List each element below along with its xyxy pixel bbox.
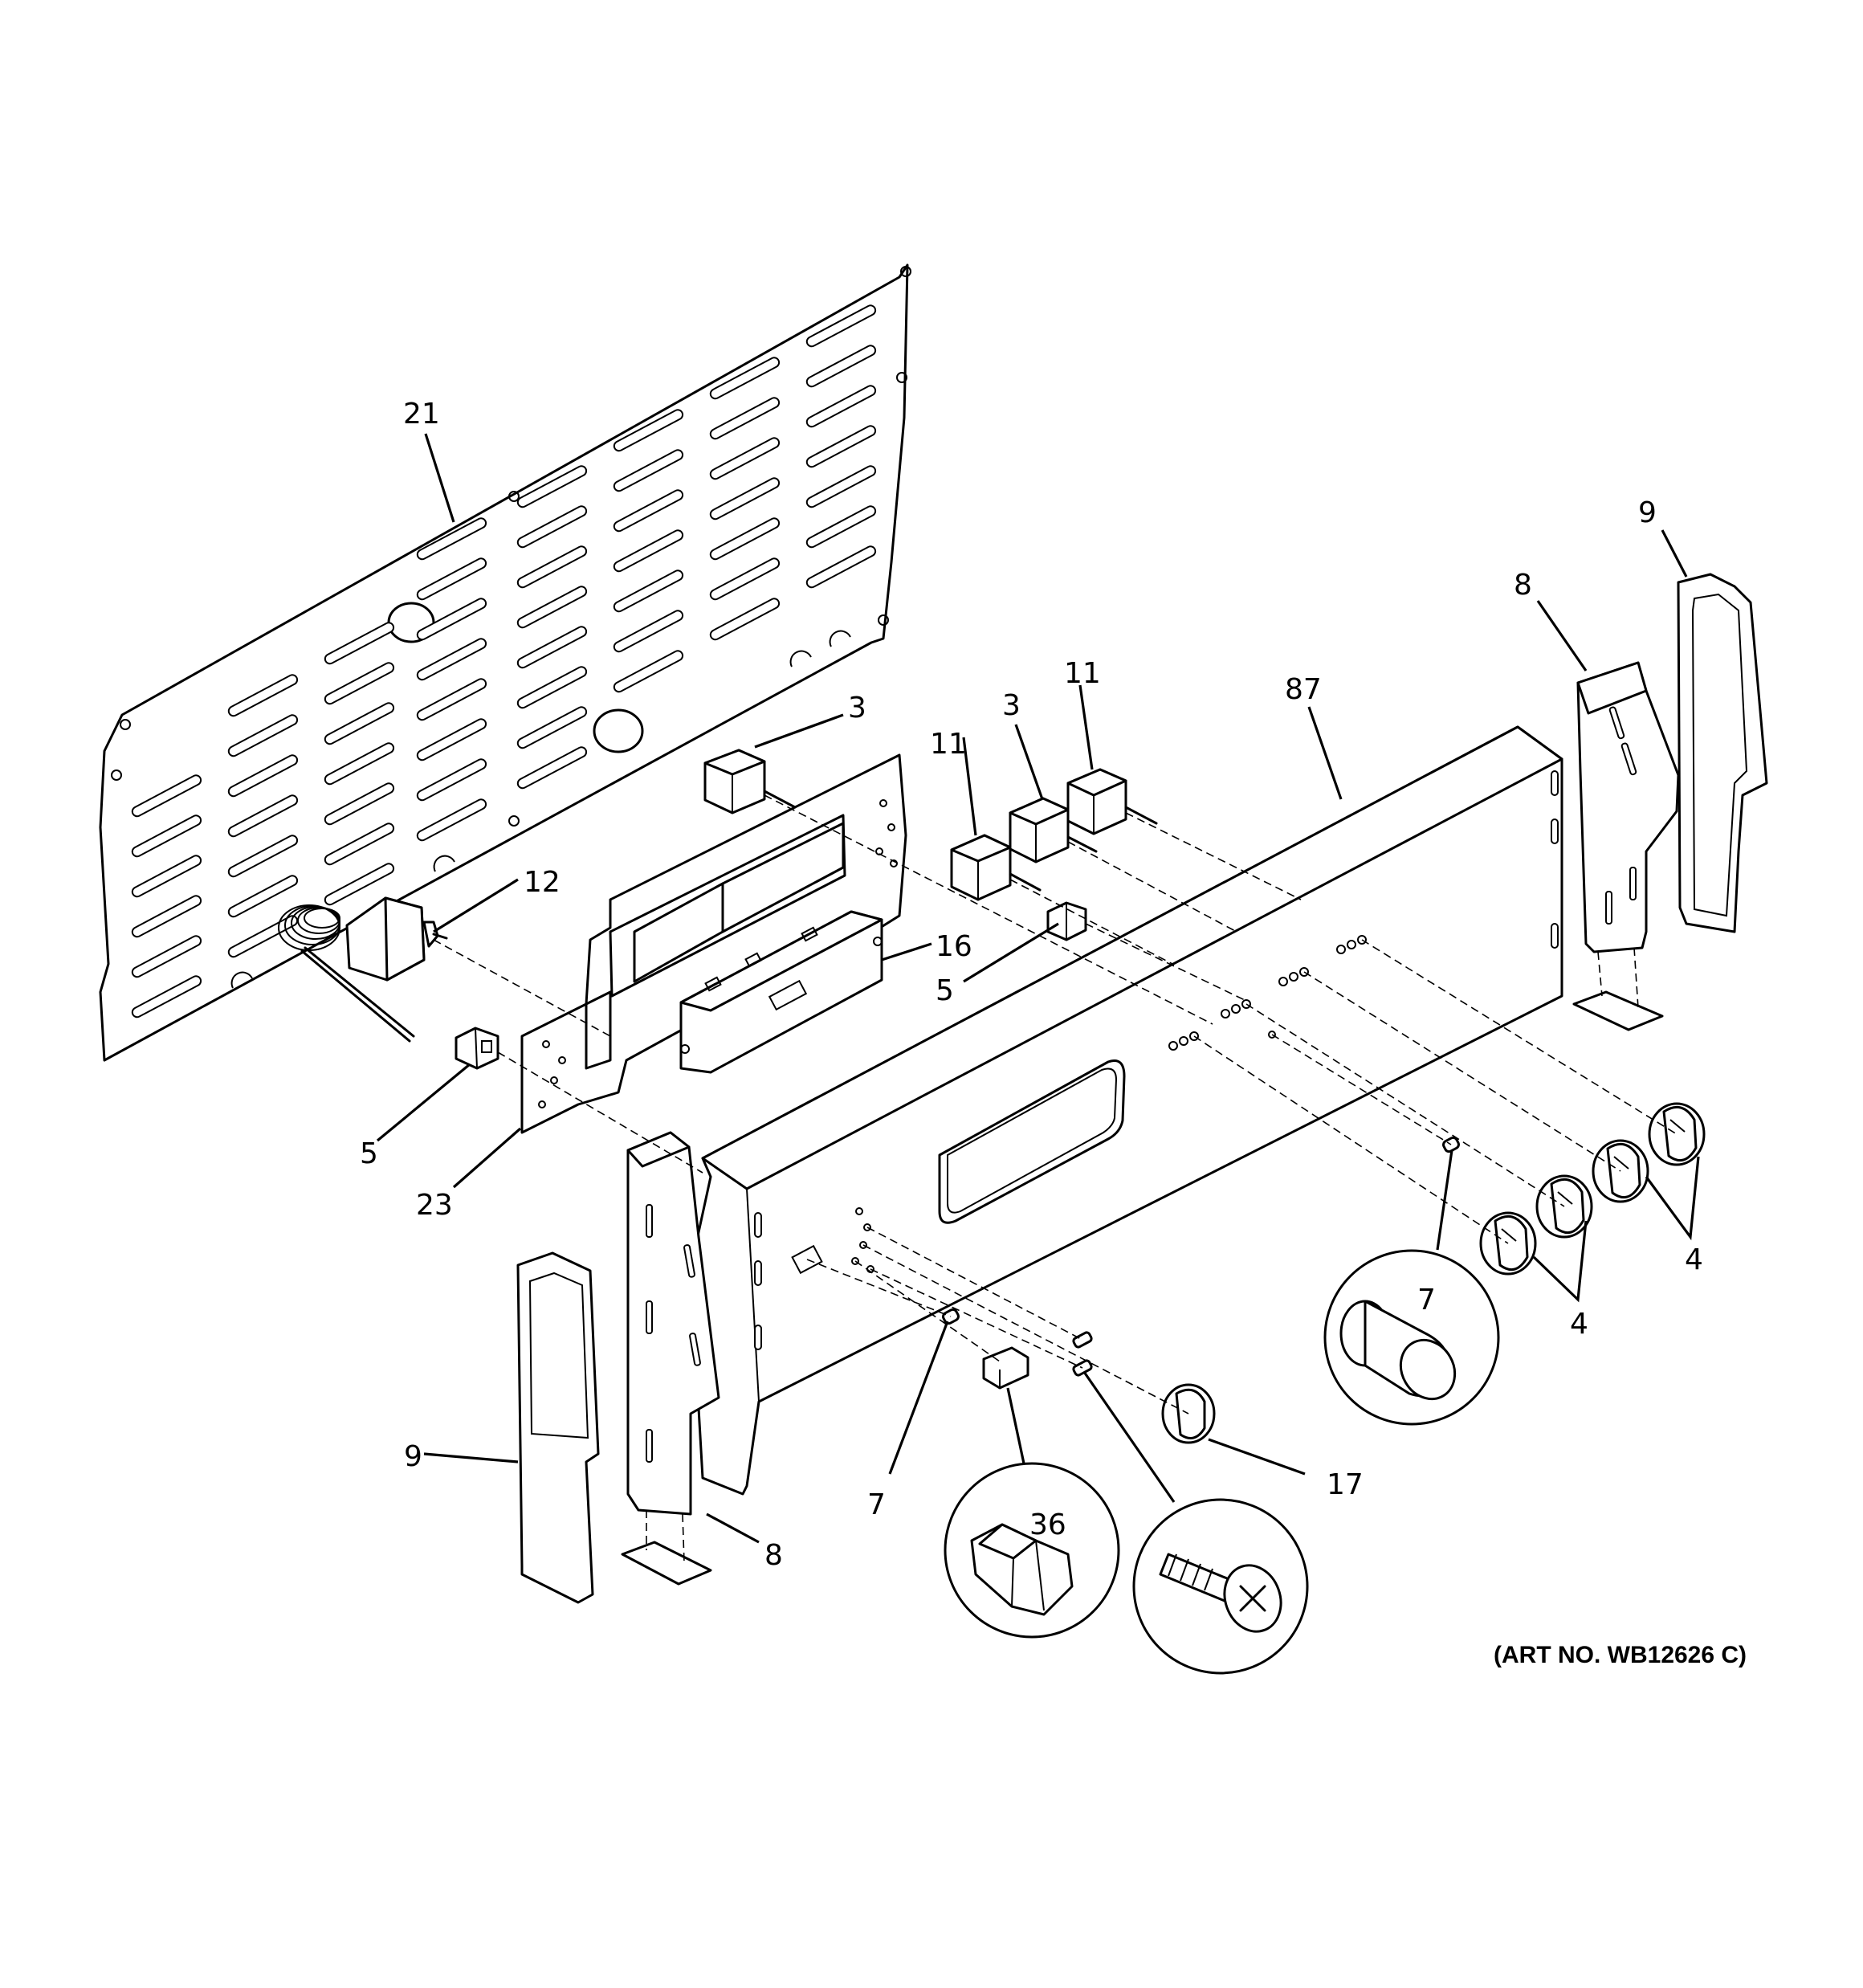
rocker-switch-small xyxy=(982,1346,1029,1390)
detail-circle-plug-7 xyxy=(1323,1249,1500,1426)
callout-9-left: 9 xyxy=(404,1440,422,1473)
detail-circle-rocker-switch-36 xyxy=(944,1462,1120,1639)
callout-5-left: 5 xyxy=(360,1137,378,1170)
callout-4-left: 4 xyxy=(1570,1308,1588,1341)
end-trim-left xyxy=(516,1251,600,1604)
callout-12: 12 xyxy=(524,866,561,899)
callout-4-right: 4 xyxy=(1685,1243,1703,1276)
callout-36: 36 xyxy=(1029,1508,1066,1541)
rotary-switch-3-right xyxy=(1009,797,1098,863)
callout-7-left: 7 xyxy=(867,1488,886,1521)
rotary-switch-11-left xyxy=(950,834,1042,901)
callout-3-right: 3 xyxy=(1002,689,1021,722)
callout-11-left: 11 xyxy=(930,728,967,761)
rear-vent-panel xyxy=(99,263,911,1062)
callout-labels: 21 3 3 11 11 87 8 9 12 16 5 5 23 4 4 7 7… xyxy=(360,398,1703,1572)
end-bracket-right xyxy=(1572,661,1680,1031)
callout-8-right: 8 xyxy=(1514,569,1532,602)
leader-lines xyxy=(376,433,1700,1544)
callout-5-right: 5 xyxy=(936,974,954,1007)
end-trim-right xyxy=(1677,573,1768,933)
knob-4 xyxy=(1648,1102,1706,1166)
detail-circle-screw xyxy=(1132,1498,1309,1675)
callout-87: 87 xyxy=(1285,673,1322,706)
small-switch-right xyxy=(1046,901,1087,941)
thermostat-assembly xyxy=(278,896,448,1043)
callout-7-detail: 7 xyxy=(1417,1284,1436,1316)
small-switch-left xyxy=(455,1027,499,1070)
assembly-lines xyxy=(433,794,1678,1414)
art-number: (ART NO. WB12626 C) xyxy=(1494,1642,1747,1668)
callout-9-right: 9 xyxy=(1638,496,1657,529)
callout-8-left: 8 xyxy=(764,1539,783,1572)
callout-23: 23 xyxy=(416,1189,453,1222)
screw-small-1 xyxy=(1072,1331,1093,1349)
callout-17: 17 xyxy=(1327,1468,1364,1501)
electronic-control-board xyxy=(679,910,883,1074)
callout-21: 21 xyxy=(403,398,440,431)
control-panel-backsplash xyxy=(689,725,1563,1496)
rotary-switch-3-left xyxy=(703,749,797,814)
end-bracket-left xyxy=(621,1131,720,1586)
callout-16: 16 xyxy=(936,930,972,963)
vent-slots xyxy=(131,304,877,1018)
control-bracket xyxy=(520,753,907,1134)
callout-11-right: 11 xyxy=(1064,657,1101,690)
callout-3-left: 3 xyxy=(848,692,866,725)
rotary-switch-11-right xyxy=(1066,768,1158,835)
